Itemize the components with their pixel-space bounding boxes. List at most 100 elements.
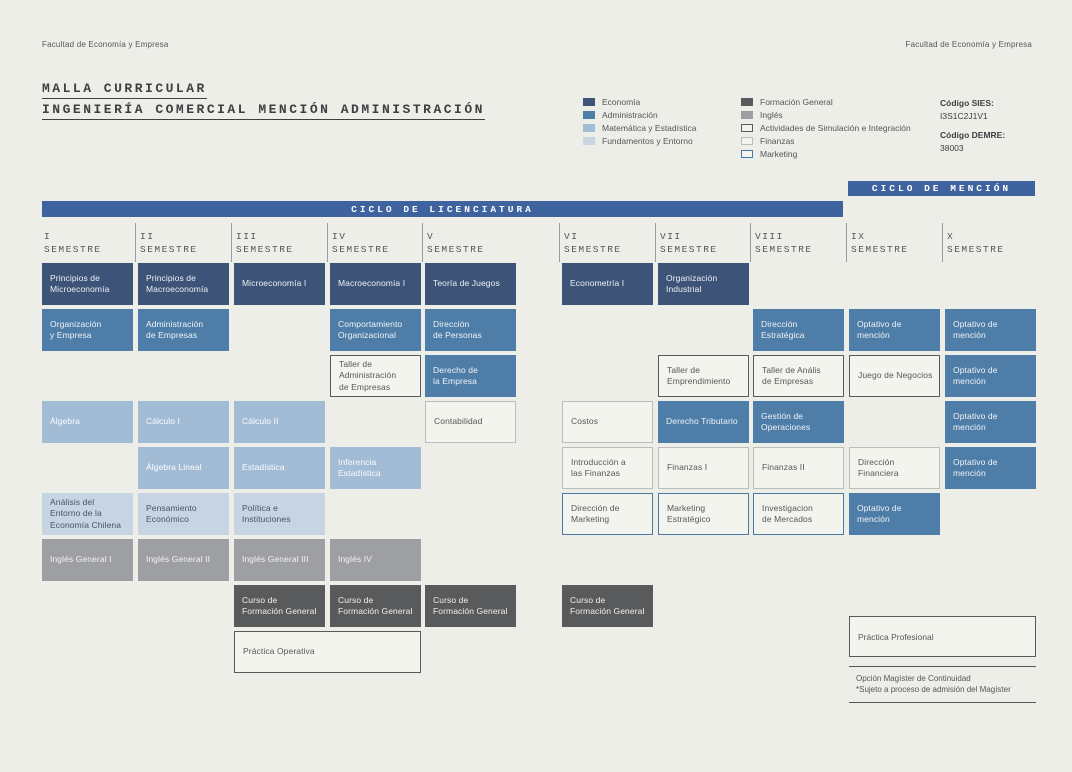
- page-title: MALLA CURRICULAR INGENIERÍA COMERCIAL ME…: [42, 82, 485, 124]
- magister-note: Opción Magíster de Continuidad *Sujeto a…: [849, 666, 1036, 703]
- legend-label: Administración: [602, 109, 658, 120]
- course-box: Curso de Formación General: [425, 585, 516, 627]
- semester-header-i: I SEMESTRE: [44, 231, 102, 255]
- legend-swatch-fundamentos-icon: [583, 136, 595, 145]
- course-box: Análisis del Entorno de la Economía Chil…: [42, 493, 133, 535]
- course-box: Política e Instituciones: [234, 493, 325, 535]
- course-box: Optativo de mención: [849, 493, 940, 535]
- course-box: Comportamiento Organizacional: [330, 309, 421, 351]
- column-divider: [942, 223, 943, 262]
- legend-swatch-formacion-icon: [741, 97, 753, 106]
- course-box: Inglés General III: [234, 539, 325, 581]
- legend-swatch-matematica-icon: [583, 123, 595, 132]
- title-line-1: MALLA CURRICULAR: [42, 82, 207, 99]
- course-box: Contabilidad: [425, 401, 516, 443]
- course-box: Optativo de mención: [945, 447, 1036, 489]
- demre-code-label: Código DEMRE:: [940, 130, 1006, 140]
- course-box: Optativo de mención: [849, 309, 940, 351]
- course-box: Finanzas II: [753, 447, 844, 489]
- course-box: Principios de Macroeconomía: [138, 263, 229, 305]
- sies-code-label: Código SIES:: [940, 98, 994, 108]
- course-box: Cálculo II: [234, 401, 325, 443]
- legend-swatch-marketing-icon: [741, 149, 753, 158]
- semester-header-ix: IX SEMESTRE: [851, 231, 909, 255]
- magister-option-text: Opción Magíster de Continuidad: [856, 674, 971, 683]
- course-box: Pensamiento Económico: [138, 493, 229, 535]
- course-box: Curso de Formación General: [330, 585, 421, 627]
- course-box: Dirección de Personas: [425, 309, 516, 351]
- semester-header-iv: IV SEMESTRE: [332, 231, 390, 255]
- course-box: Curso de Formación General: [234, 585, 325, 627]
- legend-swatch-finanzas-icon: [741, 136, 753, 145]
- course-box: Administración de Empresas: [138, 309, 229, 351]
- semester-header-vii: VII SEMESTRE: [660, 231, 718, 255]
- course-box: Curso de Formación General: [562, 585, 653, 627]
- course-box: Taller de Emprendimiento: [658, 355, 749, 397]
- column-divider: [231, 223, 232, 262]
- course-box: Principios de Microeconomía: [42, 263, 133, 305]
- course-box: Estadística: [234, 447, 325, 489]
- course-box: Optativo de mención: [945, 401, 1036, 443]
- legend-swatch-administracion-icon: [583, 110, 595, 119]
- course-box: Taller de Anális de Empresas: [753, 355, 844, 397]
- course-box: Gestión de Operaciones: [753, 401, 844, 443]
- magister-condition-text: *Sujeto a proceso de admisión del Magíst…: [856, 685, 1011, 694]
- course-box: Teoría de Juegos: [425, 263, 516, 305]
- course-box: Dirección de Marketing: [562, 493, 653, 535]
- faculty-name-right: Facultad de Economía y Empresa: [905, 40, 1032, 49]
- legend-item: Matemática y Estadística: [583, 121, 696, 134]
- semester-header-iii: III SEMESTRE: [236, 231, 294, 255]
- faculty-name-left: Facultad de Economía y Empresa: [42, 40, 169, 49]
- course-box: Cálculo I: [138, 401, 229, 443]
- column-divider: [135, 223, 136, 262]
- course-box: Juego de Negocios: [849, 355, 940, 397]
- legend-swatch-actividades-icon: [741, 123, 753, 132]
- legend-item: Administración: [583, 108, 696, 121]
- course-box: Álgebra Lineal: [138, 447, 229, 489]
- legend-label: Actividades de Simulación e Integración: [760, 122, 911, 133]
- column-divider: [846, 223, 847, 262]
- course-box: Álgebra: [42, 401, 133, 443]
- sies-code-value: I3S1C2J1V1: [940, 111, 988, 121]
- semester-header-v: V SEMESTRE: [427, 231, 485, 255]
- course-box: Econometría I: [562, 263, 653, 305]
- legend-item: Marketing: [741, 147, 911, 160]
- legend-swatch-economia-icon: [583, 97, 595, 106]
- course-box: Optativo de mención: [945, 355, 1036, 397]
- legend-label: Marketing: [760, 148, 798, 159]
- course-box: Dirección Financiera: [849, 447, 940, 489]
- legend-item: Inglés: [741, 108, 911, 121]
- legend-label: Finanzas: [760, 135, 795, 146]
- title-line-2: INGENIERÍA COMERCIAL MENCIÓN ADMINISTRAC…: [42, 103, 485, 120]
- column-divider: [559, 223, 560, 262]
- legend-label: Inglés: [760, 109, 783, 120]
- course-box: Taller de Administración de Empresas: [330, 355, 421, 397]
- course-box: Finanzas I: [658, 447, 749, 489]
- legend-item: Economía: [583, 95, 696, 108]
- course-box: Organización Industrial: [658, 263, 749, 305]
- course-box: Derecho de la Empresa: [425, 355, 516, 397]
- legend-swatch-ingles-icon: [741, 110, 753, 119]
- semester-header-vi: VI SEMESTRE: [564, 231, 622, 255]
- course-box: Inglés IV: [330, 539, 421, 581]
- column-divider: [327, 223, 328, 262]
- course-box: Dirección Estratégica: [753, 309, 844, 351]
- course-box: Inferencia Estadística: [330, 447, 421, 489]
- legend-label: Matemática y Estadística: [602, 122, 697, 133]
- semester-header-viii: VIII SEMESTRE: [755, 231, 813, 255]
- legend-label: Fundamentos y Entorno: [602, 135, 693, 146]
- legend-label: Economía: [602, 96, 641, 107]
- semester-header-ii: II SEMESTRE: [140, 231, 198, 255]
- practica-profesional-box: Práctica Profesional: [849, 616, 1036, 657]
- course-box: Marketing Estratégico: [658, 493, 749, 535]
- legend-item: Formación General: [741, 95, 911, 108]
- legend-label: Formación General: [760, 96, 833, 107]
- demre-code-value: 38003: [940, 143, 964, 153]
- column-divider: [750, 223, 751, 262]
- course-box: Investigacion de Mercados: [753, 493, 844, 535]
- course-box: Inglés General I: [42, 539, 133, 581]
- legend-item: Actividades de Simulación e Integración: [741, 121, 911, 134]
- legend-item: Fundamentos y Entorno: [583, 134, 696, 147]
